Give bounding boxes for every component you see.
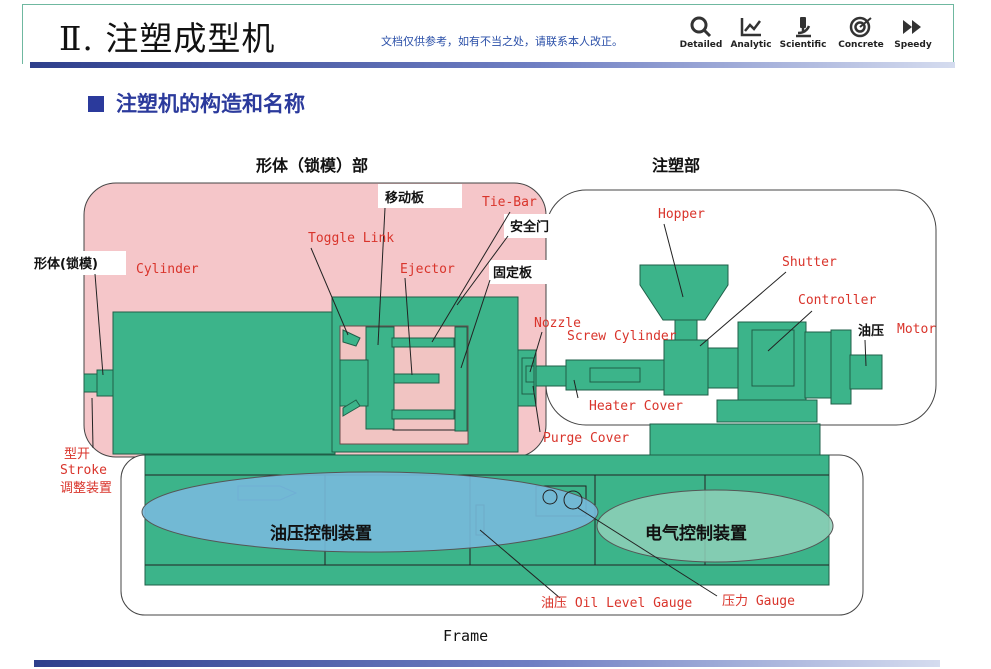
clamp-unit (83, 296, 537, 455)
label-ejector: Ejector (400, 262, 455, 277)
injection-unit (535, 264, 883, 456)
label-box-oil-pressure (853, 318, 893, 342)
label-fixed-plate: 固定板 (493, 265, 533, 281)
label-moving-plate: 移动板 (385, 190, 425, 206)
nav-speedy-label: Speedy (894, 40, 932, 50)
label-shutter: Shutter (782, 255, 837, 270)
label-oil-pressure: 油压 (858, 323, 884, 339)
label-screw-cylinder: Screw Cylinder (567, 329, 677, 344)
label-stroke-line2: Stroke (60, 463, 107, 478)
disclaimer-text: 文档仅供参考，如有不当之处，请联系本人改正。 (381, 35, 623, 48)
label-frame: Frame (443, 627, 488, 645)
label-stroke-line3: 调整装置 (60, 481, 112, 496)
label-hopper: Hopper (658, 207, 705, 222)
injection-section-title: 注塑部 (652, 156, 700, 175)
electric-control-zone (596, 489, 834, 563)
label-pressure-gauge: 压力 Gauge (722, 594, 795, 609)
pressure-gauge-dial-2 (563, 490, 583, 510)
label-oil-level-gauge: 油压 Oil Level Gauge (541, 596, 692, 611)
magnifier-icon (690, 16, 712, 38)
hydraulic-control-zone (141, 471, 599, 553)
label-box-clamp (30, 251, 126, 275)
label-stroke-line1: 型开 (64, 447, 90, 462)
nav-scientific-button[interactable]: Scientific (775, 13, 831, 61)
fast-forward-icon (903, 20, 921, 34)
label-safety-door: 安全门 (510, 219, 549, 235)
header-divider-bar (30, 62, 955, 68)
section-subtitle: 注塑机的构造和名称 (88, 88, 305, 118)
footer-divider-bar (34, 660, 940, 667)
header-panel: Ⅱ. 注塑成型机 文档仅供参考，如有不当之处，请联系本人改正。 Detailed… (22, 4, 954, 64)
label-controller: Controller (798, 293, 876, 308)
nav-detailed-button[interactable]: Detailed (673, 13, 729, 61)
nav-detailed-label: Detailed (679, 40, 723, 50)
label-clamp-cn: 形体(锁模) (34, 256, 98, 272)
leader-lines (91, 207, 867, 599)
bullet-square-icon (88, 96, 104, 112)
label-toggle-link: Toggle Link (308, 231, 394, 246)
nav-speedy-button[interactable]: Speedy (885, 13, 941, 61)
line-chart-icon (740, 18, 761, 37)
subtitle-text: 注塑机的构造和名称 (116, 92, 305, 116)
nav-analytic-label: Analytic (730, 40, 772, 50)
label-purge-cover: Purge Cover (543, 431, 629, 446)
label-electric-control: 电气控制装置 (645, 523, 747, 544)
label-motor: Motor (897, 322, 936, 337)
nav-concrete-label: Concrete (838, 40, 884, 50)
label-cylinder: Cylinder (136, 262, 199, 277)
microscope-icon (796, 17, 811, 38)
label-tie-bar: Tie-Bar (482, 195, 537, 210)
label-nozzle: Nozzle (534, 316, 581, 331)
target-icon (849, 16, 872, 38)
nav-concrete-button[interactable]: Concrete (833, 13, 889, 61)
nav-scientific-label: Scientific (779, 40, 827, 50)
label-box-fixed-plate (489, 260, 554, 284)
page-title: Ⅱ. 注塑成型机 (59, 19, 276, 58)
pressure-gauge-dial (542, 489, 558, 505)
label-box-safety-door (504, 214, 559, 238)
label-heater-cover: Heater Cover (589, 399, 683, 414)
label-hydraulic-control: 油压控制装置 (270, 523, 372, 544)
nav-analytic-button[interactable]: Analytic (723, 13, 779, 61)
clamp-section-title: 形体（锁模）部 (256, 156, 368, 175)
label-box-moving-plate (378, 184, 462, 208)
